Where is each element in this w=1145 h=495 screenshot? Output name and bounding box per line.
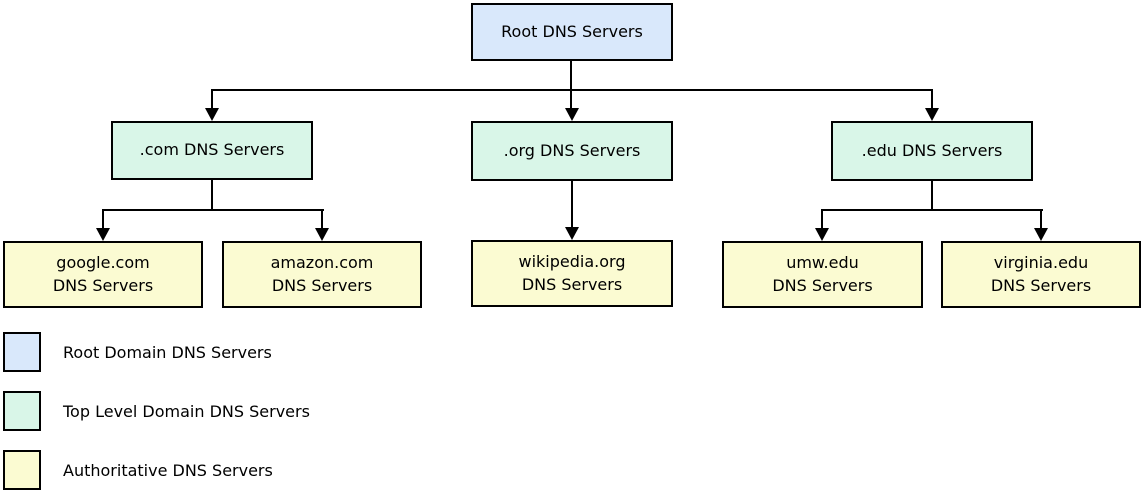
arrowhead-to-org-icon (565, 108, 579, 121)
arrowhead-to-umw-icon (815, 228, 829, 241)
node-label-line1: umw.edu (786, 253, 859, 273)
node-label-line2: DNS Servers (52, 275, 154, 295)
node-amazon-com-dns-servers: amazon.com DNS Servers (222, 241, 422, 308)
connector-edu-drop (931, 89, 933, 110)
connector-edu-stem (931, 181, 933, 211)
node-label-line2: DNS Servers (772, 275, 873, 295)
node-label-line1: wikipedia.org (518, 252, 626, 272)
connector-umw-drop (821, 209, 823, 230)
legend-item-top-level-domain: Top Level Domain DNS Servers (3, 391, 310, 431)
connector-org-stem (571, 181, 573, 229)
legend-item-root-domain: Root Domain DNS Servers (3, 332, 272, 372)
connector-root-stem (570, 61, 572, 111)
node-label: .org DNS Servers (503, 140, 641, 160)
connector-level1-horizontal (211, 89, 933, 91)
legend-swatch-tld (3, 391, 41, 431)
node-label: .com DNS Servers (139, 140, 285, 160)
arrowhead-to-wikipedia-icon (565, 227, 579, 240)
node-umw-edu-dns-servers: umw.edu DNS Servers (722, 241, 923, 308)
arrowhead-to-com-icon (205, 108, 219, 121)
node-label-line2: DNS Servers (990, 275, 1092, 295)
node-label-line1: virginia.edu (993, 253, 1089, 273)
arrowhead-to-google-icon (96, 228, 110, 241)
connector-com-horizontal (102, 209, 324, 211)
connector-virginia-drop (1040, 209, 1042, 230)
connector-com-stem (211, 180, 213, 211)
node-label-line1: amazon.com (270, 253, 374, 273)
legend-label-tld: Top Level Domain DNS Servers (63, 401, 310, 421)
arrowhead-to-edu-icon (925, 108, 939, 121)
legend-label-authoritative: Authoritative DNS Servers (63, 460, 273, 480)
connector-amazon-drop (321, 209, 323, 230)
node-virginia-edu-dns-servers: virginia.edu DNS Servers (941, 241, 1141, 308)
node-wikipedia-org-dns-servers: wikipedia.org DNS Servers (471, 240, 673, 307)
connector-com-drop (211, 89, 213, 110)
node-label: Root DNS Servers (501, 21, 643, 41)
node-org-dns-servers: .org DNS Servers (471, 121, 673, 181)
legend-item-authoritative: Authoritative DNS Servers (3, 450, 273, 490)
node-edu-dns-servers: .edu DNS Servers (831, 121, 1033, 181)
arrowhead-to-virginia-icon (1034, 228, 1048, 241)
connector-google-drop (102, 209, 104, 230)
node-google-com-dns-servers: google.com DNS Servers (3, 241, 203, 308)
node-label-line2: DNS Servers (521, 274, 623, 294)
node-root-dns-servers: Root DNS Servers (471, 3, 673, 61)
legend-swatch-root (3, 332, 41, 372)
legend-label-root: Root Domain DNS Servers (63, 342, 272, 362)
node-com-dns-servers: .com DNS Servers (111, 121, 313, 180)
legend-swatch-authoritative (3, 450, 41, 490)
node-label: .edu DNS Servers (861, 140, 1003, 160)
connector-edu-horizontal (821, 209, 1043, 211)
arrowhead-to-amazon-icon (315, 228, 329, 241)
node-label-line2: DNS Servers (271, 275, 373, 295)
node-label-line1: google.com (56, 253, 150, 273)
